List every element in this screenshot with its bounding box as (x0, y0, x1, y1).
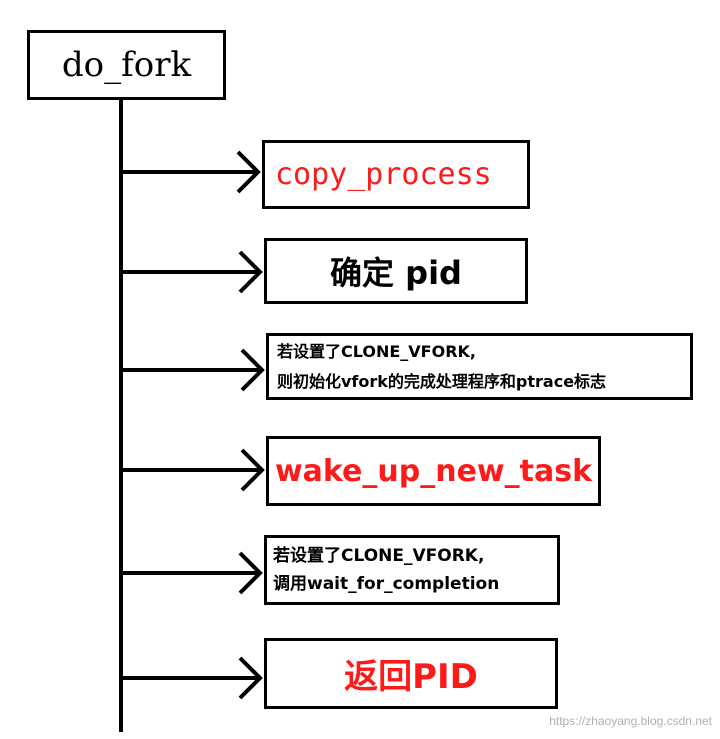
wake-up-new-task-label: wake_up_new_task (274, 453, 593, 489)
do-fork-node: do_fork (27, 30, 226, 100)
wake-up-new-task-node: wake_up_new_task (266, 436, 601, 506)
arrow-copy-process (121, 150, 261, 194)
arrow-wake-up (121, 448, 265, 492)
arrow-wait-completion (121, 551, 263, 595)
determine-pid-label: 确定 pid (330, 254, 462, 292)
return-pid-node: 返回PID (264, 638, 558, 709)
wait-completion-node: 若设置了CLONE_VFORK, 调用wait_for_completion (264, 535, 560, 605)
watermark: https://zhaoyang.blog.csdn.net (549, 714, 712, 728)
vfork-init-line-1: 若设置了CLONE_VFORK, (277, 341, 477, 361)
return-pid-label: 返回PID (344, 657, 478, 697)
vfork-init-node: 若设置了CLONE_VFORK, 则初始化vfork的完成处理程序和ptrace… (266, 333, 693, 400)
arrow-return-pid (121, 656, 263, 700)
wait-completion-line-1: 若设置了CLONE_VFORK, (273, 546, 485, 566)
copy-process-node: copy_process (262, 140, 530, 209)
wait-completion-line-2: 调用wait_for_completion (273, 574, 500, 594)
determine-pid-node: 确定 pid (264, 238, 528, 304)
vfork-init-line-2: 则初始化vfork的完成处理程序和ptrace标志 (277, 371, 607, 391)
arrow-pid (121, 250, 263, 294)
copy-process-label: copy_process (275, 157, 492, 192)
arrow-vfork-init (121, 348, 265, 392)
do-fork-label: do_fork (61, 45, 192, 85)
